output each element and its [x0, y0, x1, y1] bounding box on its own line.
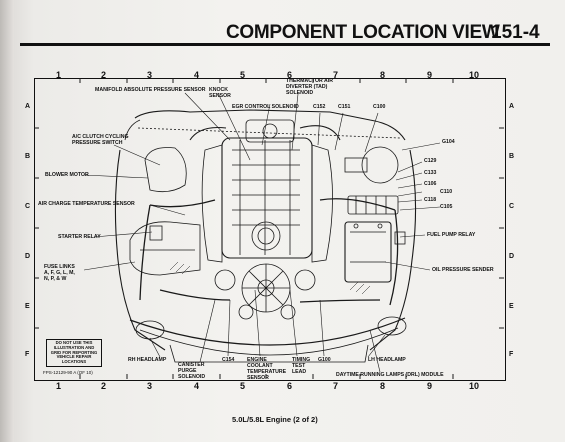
- grid-col-top: 9: [427, 70, 433, 80]
- page-number: 151-4: [491, 22, 540, 43]
- page-binding-edge: [0, 0, 14, 442]
- label-c118: C118: [424, 197, 437, 203]
- label-ac-clutch-cycling-pressure-switch: A/C CLUTCH CYCLING PRESSURE SWITCH: [72, 134, 129, 146]
- label-timing-test-lead: TIMING TEST LEAD: [292, 357, 311, 375]
- label-rh-headlamp: RH HEADLAMP: [128, 357, 167, 363]
- grid-col-top: 8: [380, 70, 386, 80]
- grid-col-top: 4: [194, 70, 200, 80]
- label-thermactor-air-diverter-solenoid: THERMACTOR AIR DIVERTER (TAD) SOLENOID: [286, 78, 333, 96]
- grid-col-bottom: 6: [287, 381, 293, 391]
- label-engine-coolant-temperature-sensor: ENGINE COOLANT TEMPERATURE SENSOR: [247, 357, 287, 381]
- grid-col-bottom: 5: [240, 381, 246, 391]
- label-c129: C129: [424, 158, 437, 164]
- grid-col-bottom: 7: [333, 381, 339, 391]
- label-c105: C105: [440, 204, 453, 210]
- label-c110: C110: [440, 189, 453, 195]
- grid-col-top: 10: [469, 70, 480, 80]
- label-g100: G100: [318, 357, 331, 363]
- grid-row-right: E: [509, 303, 514, 310]
- grid-row-right: B: [509, 153, 515, 160]
- grid-col-bottom: 3: [147, 381, 153, 391]
- diagram-frame: [34, 78, 506, 381]
- grid-col-top: 1: [56, 70, 62, 80]
- label-egr-control-solenoid: EGR CONTROL SOLENOID: [232, 104, 299, 110]
- figure-caption: 5.0L/5.8L Engine (2 of 2): [232, 415, 318, 424]
- grid-row-right: A: [509, 103, 515, 110]
- grid-col-top: 7: [333, 70, 339, 80]
- grid-col-bottom: 8: [380, 381, 386, 391]
- label-oil-pressure-sender: OIL PRESSURE SENDER: [432, 267, 494, 273]
- grid-col-bottom: 1: [56, 381, 62, 391]
- label-air-charge-temperature-sensor: AIR CHARGE TEMPERATURE SENSOR: [38, 201, 135, 207]
- header-rule: [20, 43, 550, 46]
- grid-col-bottom: 9: [427, 381, 433, 391]
- grid-row-left: B: [25, 153, 31, 160]
- grid-col-bottom: 10: [469, 381, 480, 391]
- grid-col-top: 3: [147, 70, 153, 80]
- grid-col-top: 2: [101, 70, 107, 80]
- grid-col-bottom: 2: [101, 381, 107, 391]
- label-c106: C106: [424, 181, 437, 187]
- label-starter-relay: STARTER RELAY: [58, 234, 101, 240]
- label-daytime-running-lamps-module: DAYTIME RUNNING LAMPS (DRL) MODULE: [336, 372, 444, 378]
- label-lh-headlamp: LH HEADLAMP: [368, 357, 406, 363]
- label-c154: C154: [222, 357, 235, 363]
- grid-row-left: C: [25, 203, 31, 210]
- label-c133: C133: [424, 170, 437, 176]
- disclaimer-box: DO NOT USE THIS ILLUSTRATION AND GRID FO…: [46, 339, 102, 367]
- page-title: COMPONENT LOCATION VIEW: [226, 22, 500, 43]
- label-c100: C100: [373, 104, 386, 110]
- grid-row-left: E: [25, 303, 30, 310]
- grid-row-left: F: [25, 351, 30, 358]
- label-blower-motor: BLOWER MOTOR: [45, 172, 89, 178]
- grid-col-top: 5: [240, 70, 246, 80]
- label-g104: G104: [442, 139, 455, 145]
- grid-row-left: A: [25, 103, 31, 110]
- drawing-code: FPS-12129-90 A (OF 10): [43, 370, 93, 375]
- label-fuel-pump-relay: FUEL PUMP RELAY: [427, 232, 476, 238]
- label-canister-purge-solenoid: CANISTER PURGE SOLENOID: [178, 362, 206, 380]
- label-fuse-links: FUSE LINKS A, F, G, L, M, N, P, & W: [44, 264, 75, 282]
- grid-row-right: F: [509, 351, 514, 358]
- grid-row-right: D: [509, 253, 515, 260]
- grid-row-right: C: [509, 203, 515, 210]
- label-c151: C151: [338, 104, 351, 110]
- grid-col-bottom: 4: [194, 381, 200, 391]
- grid-row-left: D: [25, 253, 31, 260]
- label-manifold-absolute-pressure-sensor: MANIFOLD ABSOLUTE PRESSURE SENSOR: [95, 87, 206, 93]
- label-c152: C152: [313, 104, 326, 110]
- grid-col-top: 6: [287, 70, 293, 80]
- label-knock-sensor: KNOCK SENSOR: [209, 87, 231, 99]
